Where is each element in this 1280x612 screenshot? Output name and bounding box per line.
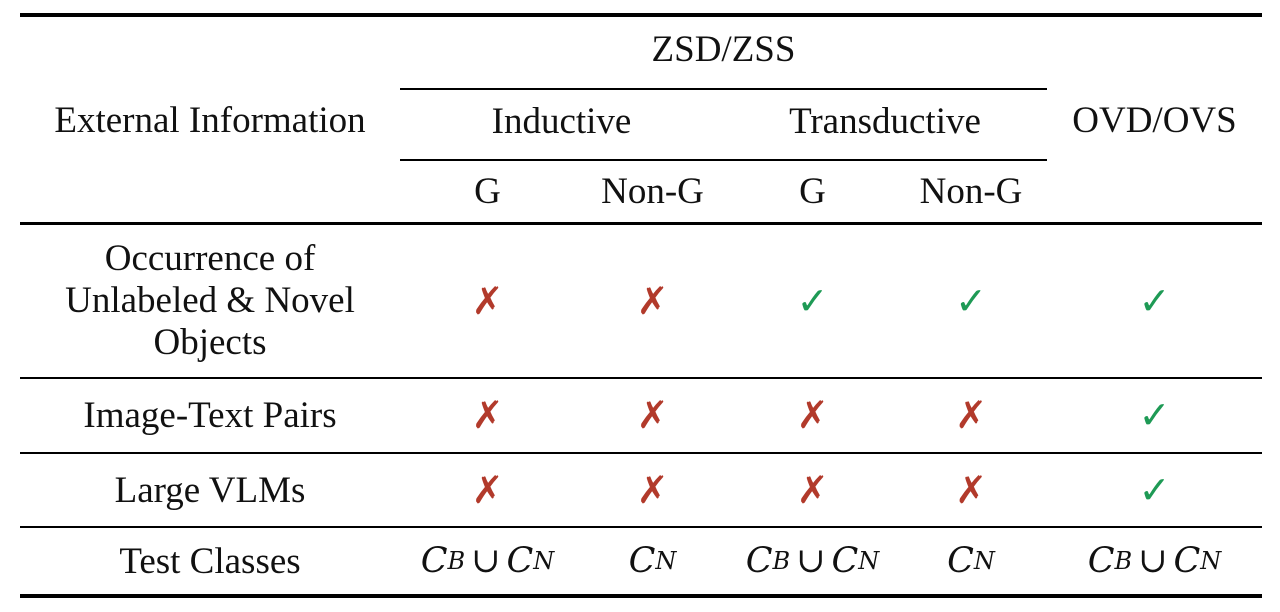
header-inductive: Inductive: [491, 100, 632, 142]
row-rule-3: [20, 526, 1262, 528]
header-external-information: External Information: [54, 99, 366, 141]
header-rule: [20, 222, 1262, 225]
row3-transductive-nong-mark: ✗: [955, 467, 987, 512]
row3-inductive-nong-mark: ✗: [636, 467, 669, 512]
row-label-image-text-pairs: Image-Text Pairs: [83, 395, 337, 436]
row2-ovd-mark: ✓: [1138, 393, 1171, 437]
row1-inductive-g-mark: ✗: [471, 278, 504, 323]
header-ovd-ovs: OVD/OVS: [1072, 99, 1237, 141]
row-rule-1: [20, 377, 1262, 379]
header-sub-g-inductive: G: [474, 170, 501, 212]
header-sub-g-transductive: G: [799, 170, 826, 212]
top-rule: [20, 13, 1262, 17]
row2-transductive-g-mark: ✗: [796, 393, 829, 437]
row1-transductive-g-mark: ✓: [796, 278, 829, 323]
row3-inductive-g-mark: ✗: [471, 467, 504, 512]
header-sub-nong-inductive: Non-G: [601, 170, 704, 212]
subgroup-rule: [400, 159, 1047, 161]
bottom-rule: [20, 594, 1262, 598]
header-transductive: Transductive: [789, 100, 981, 142]
zsd-group-rule: [400, 88, 1047, 90]
row-label-test-classes: Test Classes: [119, 540, 301, 582]
row-label-large-vlms: Large VLMs: [114, 469, 306, 511]
header-sub-nong-transductive: Non-G: [919, 170, 1023, 212]
row3-transductive-g-mark: ✗: [796, 467, 829, 512]
row2-inductive-g-mark: ✗: [471, 393, 504, 437]
row2-transductive-nong-mark: ✗: [955, 393, 987, 437]
header-zsd-zss: ZSD/ZSS: [651, 28, 796, 70]
row1-ovd-mark: ✓: [1138, 278, 1171, 323]
row3-ovd-mark: ✓: [1138, 467, 1171, 512]
row1-inductive-nong-mark: ✗: [636, 278, 669, 323]
row1-transductive-nong-mark: ✓: [955, 278, 987, 323]
row-rule-2: [20, 452, 1262, 454]
row-label-occurrence: Occurrence of Unlabeled & Novel Objects: [65, 238, 355, 363]
row2-inductive-nong-mark: ✗: [636, 393, 669, 437]
